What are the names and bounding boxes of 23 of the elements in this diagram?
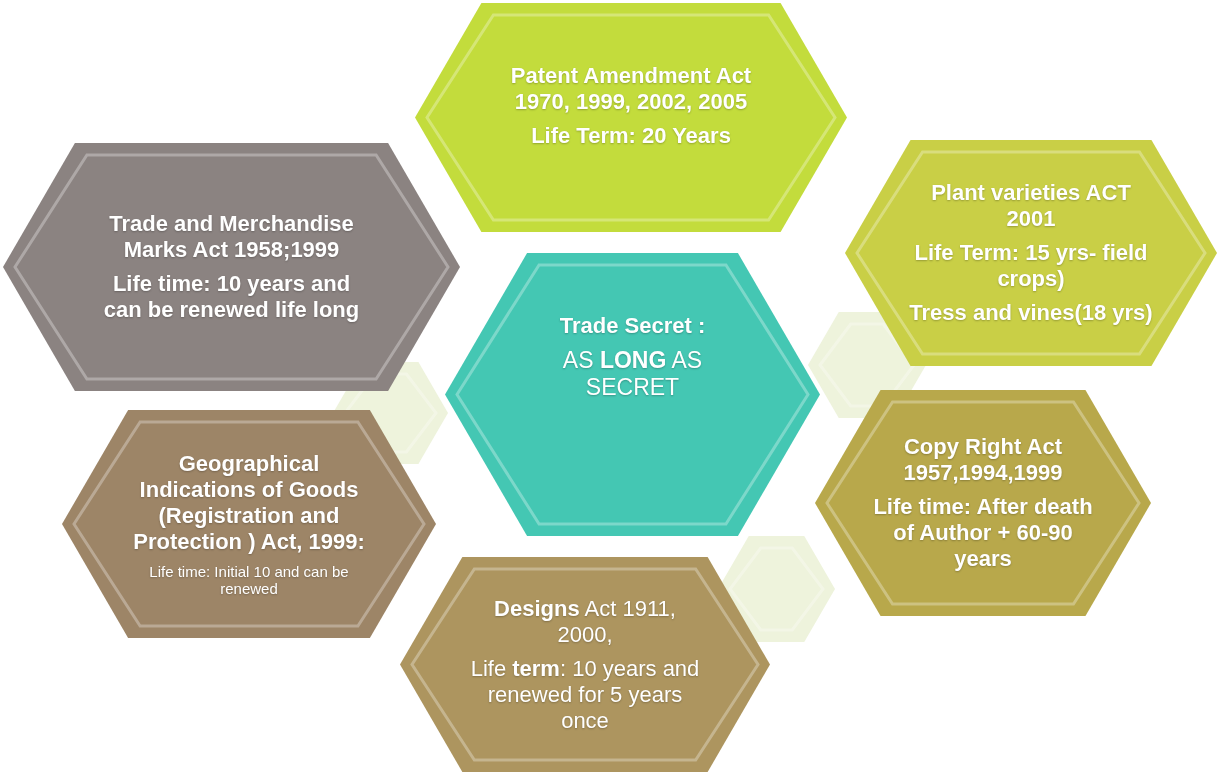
heading-text: Copy Right Act 1957,1994,1999 xyxy=(902,434,1064,486)
body-text: Tress and vines(18 yrs) xyxy=(909,300,1153,326)
hexagon-shape xyxy=(333,362,448,464)
hexagon-box xyxy=(415,3,847,232)
heading-text: Plant varieties ACT 2001 xyxy=(930,180,1132,232)
body-text: Life Term: 15 yrs- field crops) xyxy=(913,240,1149,292)
body-text: Life Term: 20 Years xyxy=(531,123,731,149)
body-text: Life time: Initial 10 and can be renewed xyxy=(148,563,350,597)
body-text: Life term: 10 years and renewed for 5 years once xyxy=(470,655,700,734)
body-text: Life time: After death of Author + 60-90 years xyxy=(872,494,1094,572)
heading-text: Designs Act 1911, 2000, xyxy=(493,595,677,648)
body-text: AS LONG AS SECRET xyxy=(561,347,704,401)
body-text: Life time: 10 years and can be renewed life long xyxy=(102,271,361,323)
heading-text: Patent Amendment Act 1970, 1999, 2002, 2005 xyxy=(509,63,753,115)
hexagon-box xyxy=(815,390,1151,616)
hexagon-box xyxy=(400,557,770,772)
hexagon-box xyxy=(845,140,1217,366)
heading-text: Geographical Indications of Goods (Registration and Protection ) Act, 1999: xyxy=(132,451,366,555)
hexagon-box xyxy=(62,410,436,638)
heading-text: Trade and Merchandise Marks Act 1958;1999 xyxy=(108,211,355,263)
hexagon-box xyxy=(3,143,460,391)
hexagon-box xyxy=(445,253,820,536)
heading-text: Trade Secret : xyxy=(559,313,706,339)
